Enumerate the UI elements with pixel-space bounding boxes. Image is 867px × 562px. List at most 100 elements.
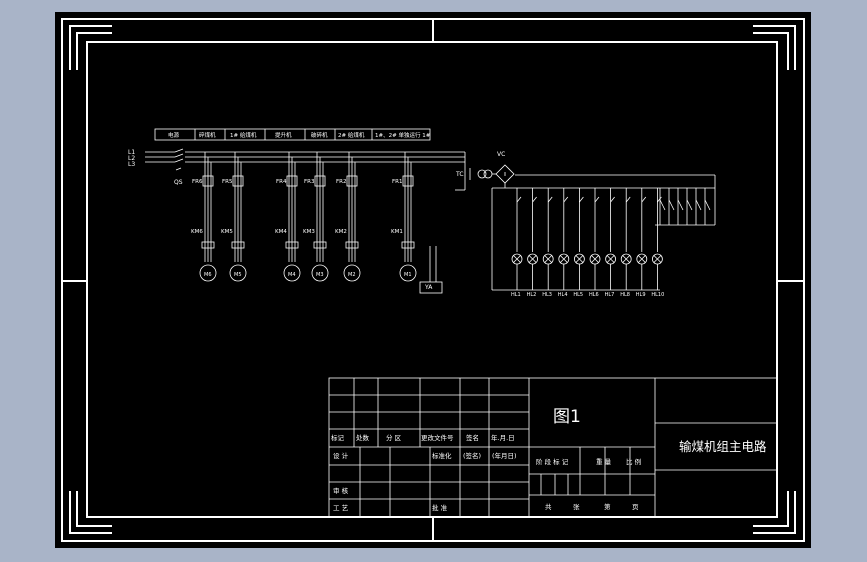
motor-label-1: M6 — [204, 272, 212, 278]
motor-label-4: M3 — [316, 272, 324, 278]
motor-M5 — [229, 264, 247, 282]
km-label-4: KM3 — [303, 229, 315, 235]
km-label-3: KM4 — [275, 229, 287, 235]
supply-l1: L1 — [128, 149, 135, 156]
header-crusher: 碎煤机 — [199, 131, 216, 139]
lamp-label-3: HL3 — [542, 292, 552, 298]
tb-total: 共 — [545, 502, 552, 511]
km-label-6: KM1 — [391, 229, 403, 235]
lamp-label-6: HL6 — [589, 292, 599, 298]
tb-count: 处数 — [356, 433, 370, 442]
branch-6 — [399, 152, 417, 282]
motor-label-3: M4 — [288, 272, 296, 278]
tb-approve: 批 准 — [432, 503, 448, 512]
drawing-sheet — [55, 12, 811, 548]
branch-1 — [199, 152, 217, 282]
fuse-label-5: FR2 — [336, 179, 346, 185]
lamp-HL9 — [636, 188, 648, 290]
lamp-label-8: HL8 — [620, 292, 630, 298]
lamp-label-1: HL1 — [511, 292, 521, 298]
tb-standard: 标准化 — [432, 451, 452, 460]
relay-contacts — [659, 188, 711, 225]
header-feeder-2: 2# 给煤机 — [338, 131, 365, 139]
fuse-label-1: FR6 — [192, 179, 203, 185]
fuse-label-3: FR4 — [276, 179, 287, 185]
fuse-FR5 — [232, 175, 244, 187]
tb-designer: 设 计 — [333, 451, 349, 460]
lamp-HL8 — [620, 188, 632, 290]
lamp-HL6 — [589, 188, 601, 290]
fuse-FR1 — [402, 175, 414, 187]
indicator-lamps: HL1 HL2 HL3 HL4 HL5 HL6 HL7 HL8 HL9 HL10 — [511, 188, 711, 298]
fuse-label-6: FR1 — [392, 179, 402, 185]
tb-change-doc: 更改文件号 — [421, 433, 454, 442]
main-circuit — [145, 148, 466, 191]
title-block — [328, 377, 778, 518]
tb-weight: 重 量 — [596, 458, 612, 466]
tb-mark: 标记 — [331, 433, 345, 442]
tb-review: 审 核 — [333, 486, 349, 495]
tb-date: 年.月.日 — [491, 433, 515, 442]
tb-process: 工 艺 — [333, 504, 349, 512]
motor-M3 — [311, 264, 329, 282]
lamp-HL1 — [511, 188, 523, 290]
lamp-label-10: HL10 — [651, 292, 664, 298]
fuse-FR3 — [314, 175, 326, 187]
fuse-FR6 — [202, 175, 214, 187]
tb-scale: 比 例 — [626, 457, 641, 466]
lamp-HL5 — [574, 188, 585, 290]
km-label-5: KM2 — [335, 229, 347, 235]
lamp-label-9: HL9 — [636, 292, 646, 298]
tb-sign: 签名 — [466, 433, 479, 442]
header-feeder-1: 1# 给煤机 — [230, 131, 257, 139]
fuse-label-4: FR3 — [304, 179, 315, 185]
branch-2 — [229, 152, 247, 282]
drawing-title: 输煤机组主电路 — [679, 439, 767, 454]
header-breaker: 破碎机 — [311, 131, 328, 139]
contactor-KM2 — [345, 241, 359, 249]
lamp-HL10 — [652, 188, 663, 290]
supply-l3: L3 — [128, 161, 135, 168]
fuse-FR4 — [286, 175, 298, 187]
motor-label-2: M5 — [234, 272, 242, 278]
lamp-label-5: HL5 — [573, 292, 583, 298]
tb-no: 第 — [604, 502, 611, 511]
motor-label-5: M2 — [348, 272, 356, 278]
lamp-HL7 — [605, 188, 616, 290]
contactor-KM4 — [285, 241, 299, 249]
tb-sheets: 张 — [573, 502, 580, 511]
supply-l2: L2 — [128, 155, 135, 162]
header-power: 电源 — [168, 131, 180, 139]
motor-label-6: M1 — [404, 272, 412, 278]
motor-M4 — [283, 264, 301, 282]
lamp-label-2: HL2 — [527, 292, 537, 298]
tb-signed-date: (年月日) — [492, 451, 517, 460]
contactor-KM3 — [313, 241, 327, 249]
lamp-HL4 — [558, 188, 570, 290]
lamp-label-7: HL7 — [605, 292, 615, 298]
motor-M1 — [399, 264, 417, 282]
tb-page: 页 — [632, 503, 639, 511]
header-bar — [154, 128, 431, 141]
brake-ya: YA — [424, 284, 433, 291]
km-label-1: KM6 — [191, 229, 203, 235]
motor-M2 — [343, 264, 361, 282]
branch-5 — [343, 152, 361, 282]
contactor-KM6 — [201, 241, 215, 249]
lamp-label-4: HL4 — [558, 292, 568, 298]
fuse-FR2 — [346, 175, 358, 187]
motor-M6 — [199, 264, 217, 282]
tb-stage: 阶 段 标 记 — [536, 457, 569, 466]
figure-label: 图1 — [553, 407, 581, 427]
header-elevator: 提升机 — [275, 131, 292, 139]
branch-4 — [311, 152, 329, 282]
contactor-KM1 — [401, 241, 415, 249]
km-label-2: KM5 — [221, 229, 233, 235]
rectifier-vc: VC — [497, 151, 505, 158]
switch-qs: QS — [174, 179, 183, 186]
fuse-label-2: FR5 — [222, 179, 233, 185]
tb-zone: 分 区 — [386, 433, 402, 442]
tb-signed: (签名) — [463, 451, 481, 460]
